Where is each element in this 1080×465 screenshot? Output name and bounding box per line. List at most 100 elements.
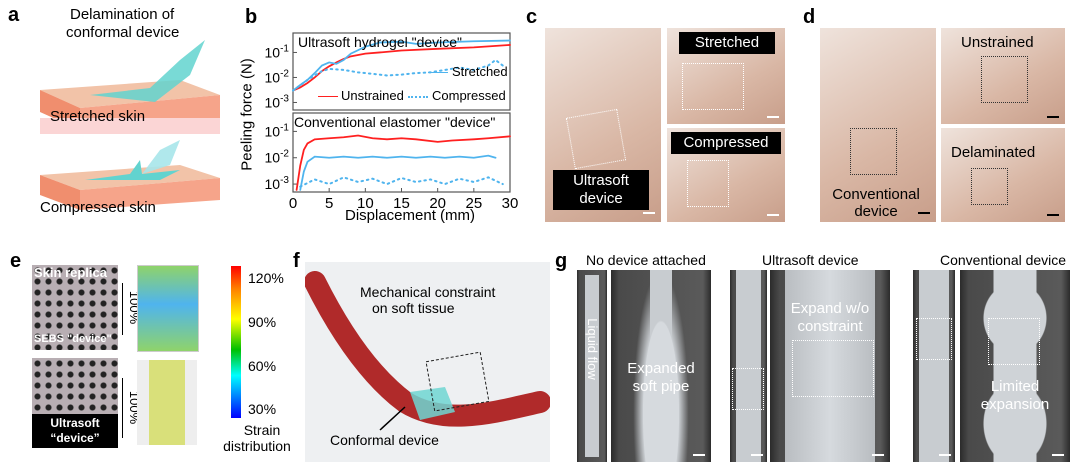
g-expanded-1: Expanded — [627, 360, 695, 377]
legend-swatch-unstrained — [318, 96, 338, 97]
device-outline — [732, 368, 764, 410]
scale-bar — [751, 454, 763, 456]
bottom-plot-title: Conventional elastomer "device" — [294, 114, 496, 130]
scale-bar — [939, 454, 951, 456]
panel-label-a: a — [8, 4, 20, 26]
x-tick-label: 15 — [393, 195, 410, 212]
x-tick-label: 0 — [289, 195, 297, 212]
a-compressed-label: Compressed skin — [40, 199, 156, 216]
photo-d-delaminated: Delaminated — [941, 128, 1065, 222]
colorbar-label-2: distribution — [223, 438, 291, 454]
series-unstrained — [295, 134, 511, 191]
x-axis-label: Displacement (mm) — [345, 207, 476, 224]
scale-bar — [1052, 454, 1064, 456]
d-delaminated-label: Delaminated — [951, 144, 1036, 161]
y-tick-label: 10-1 — [265, 122, 290, 139]
c-compressed-label: Compressed — [671, 132, 781, 154]
legend-swatch-compressed — [408, 96, 428, 98]
a-stretched-label: Stretched skin — [50, 108, 146, 125]
d-device-line1: Conventional — [832, 186, 920, 203]
photo-c-stretched: Stretched — [667, 28, 785, 124]
device-outline — [682, 63, 744, 110]
series-compressed — [292, 58, 504, 92]
e-sebs-label: SEBS "device" — [34, 333, 112, 345]
pipe — [785, 270, 875, 462]
scale-bar — [1047, 214, 1059, 216]
strain-colorbar — [231, 266, 241, 418]
d-device-line2: device — [854, 203, 898, 220]
scale-bar — [872, 454, 884, 456]
device-outline — [850, 128, 897, 175]
legend-swatch-stretched — [428, 72, 448, 73]
panel-label-g: g — [555, 250, 568, 272]
d-unstrained-label: Unstrained — [961, 34, 1034, 51]
photo-g-narrow-1: Liquid flow — [577, 270, 607, 462]
panel-label-c: c — [526, 6, 538, 28]
series-compressed — [299, 176, 504, 188]
g-conventional-title: Conventional device — [940, 252, 1067, 268]
e-ultrasoft-line1: Ultrasoft — [50, 416, 100, 430]
g-expand-2: constraint — [797, 318, 863, 335]
y-tick-label: 10-3 — [265, 93, 290, 110]
plot-frame — [292, 32, 511, 111]
series-stretched — [299, 154, 497, 191]
y-axis-label: Peeling force (N) — [238, 58, 256, 171]
series-stretched — [292, 39, 511, 92]
pipe — [736, 270, 761, 462]
a-title-1: Delamination of — [70, 6, 175, 23]
x-tick-label: 25 — [465, 195, 482, 212]
legend-stretched: Stretched — [452, 64, 508, 79]
strain-map-sebs — [137, 265, 199, 352]
device-outline — [971, 168, 1008, 205]
x-tick-label: 20 — [429, 195, 446, 212]
c-device-line1: Ultrasoft — [573, 172, 629, 189]
scale-bar — [1047, 116, 1059, 118]
g-limited-2: expansion — [980, 396, 1050, 413]
device-outline — [988, 318, 1040, 365]
g-ultrasoft-title: Ultrasoft device — [762, 252, 859, 268]
photo-e-sebs: Skin replica SEBS "device" — [32, 265, 118, 350]
x-tick-label: 5 — [325, 195, 333, 212]
e-ultrasoft-line2: “device” — [50, 431, 100, 445]
photo-e-ultrasoft: Ultrasoft“device” — [32, 358, 118, 448]
skin-illustration — [40, 40, 220, 210]
panel-label-b: b — [245, 6, 258, 28]
f-constraint-2: on soft tissue — [372, 300, 455, 316]
photo-d-unstrained: Unstrained — [941, 28, 1065, 124]
panel-label-d: d — [803, 6, 816, 28]
scale-bar — [767, 214, 779, 216]
scale-bar — [693, 454, 705, 456]
panel-label-f: f — [293, 250, 300, 272]
device-outline — [687, 160, 729, 207]
photo-c-compressed: Compressed — [667, 128, 785, 222]
y-tick-label: 10-3 — [265, 175, 290, 192]
photo-g-narrow-2 — [730, 270, 767, 462]
pipe — [919, 270, 949, 462]
c-device-line2: device — [579, 190, 623, 207]
soft-tissue-illustration — [305, 262, 550, 462]
x-tick-label: 30 — [502, 195, 519, 212]
legend-compressed: Compressed — [432, 88, 506, 103]
a-title-2: conformal device — [66, 24, 180, 41]
top-plot-title: Ultrasoft hydrogel "device" — [298, 34, 463, 50]
scale-bar — [918, 212, 930, 214]
e-skin-replica: Skin replica — [34, 265, 107, 280]
device-outline — [565, 108, 627, 170]
pipe — [972, 270, 1058, 462]
scale-bar — [767, 116, 779, 118]
g-expanded-2: soft pipe — [632, 378, 690, 395]
y-tick-label: 10-2 — [265, 68, 290, 85]
colorbar-tick-30: 30% — [248, 401, 277, 417]
colorbar-tick-60: 60% — [248, 358, 277, 374]
f-conformal-label: Conformal device — [330, 432, 439, 448]
